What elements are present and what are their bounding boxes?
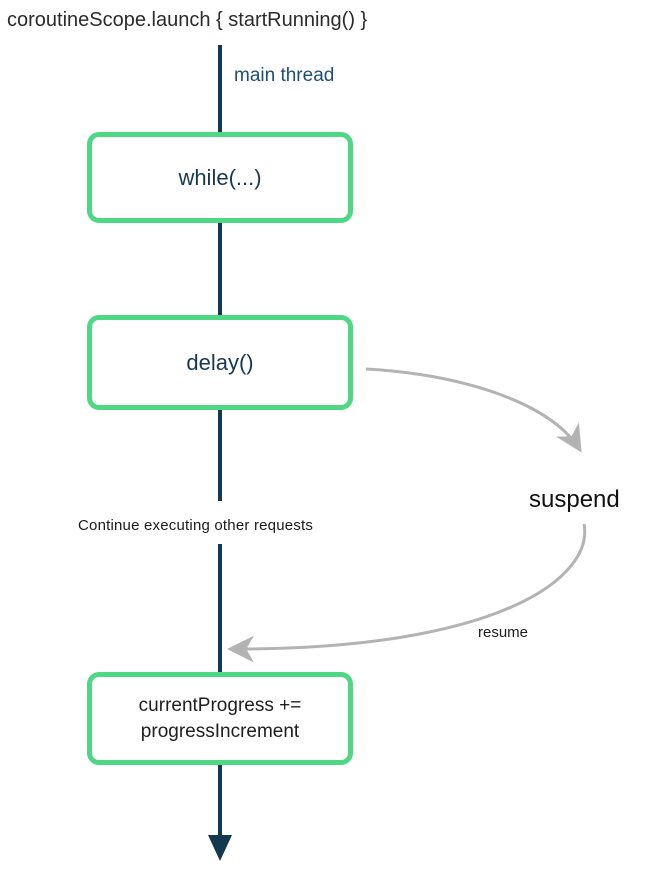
delay-box: delay() bbox=[87, 315, 353, 410]
while-loop-label: while(...) bbox=[178, 164, 262, 190]
delay-label: delay() bbox=[186, 349, 254, 375]
progress-update-label-line1: currentProgress += bbox=[138, 694, 302, 716]
suspend-label: suspend bbox=[529, 486, 620, 513]
while-loop-box: while(...) bbox=[87, 132, 353, 223]
progress-update-label-line2: progressIncrement bbox=[140, 720, 300, 742]
continue-note: Continue executing other requests bbox=[78, 517, 314, 534]
resume-label: resume bbox=[478, 624, 529, 641]
suspend-arrow bbox=[365, 367, 582, 453]
resume-arrow bbox=[227, 523, 587, 663]
thread-arrowhead-down-icon bbox=[208, 835, 232, 861]
code-title: coroutineScope.launch { startRunning() } bbox=[7, 9, 368, 31]
progress-update-box: currentProgress += progressIncrement bbox=[87, 672, 353, 765]
main-thread-label: main thread bbox=[234, 65, 335, 86]
